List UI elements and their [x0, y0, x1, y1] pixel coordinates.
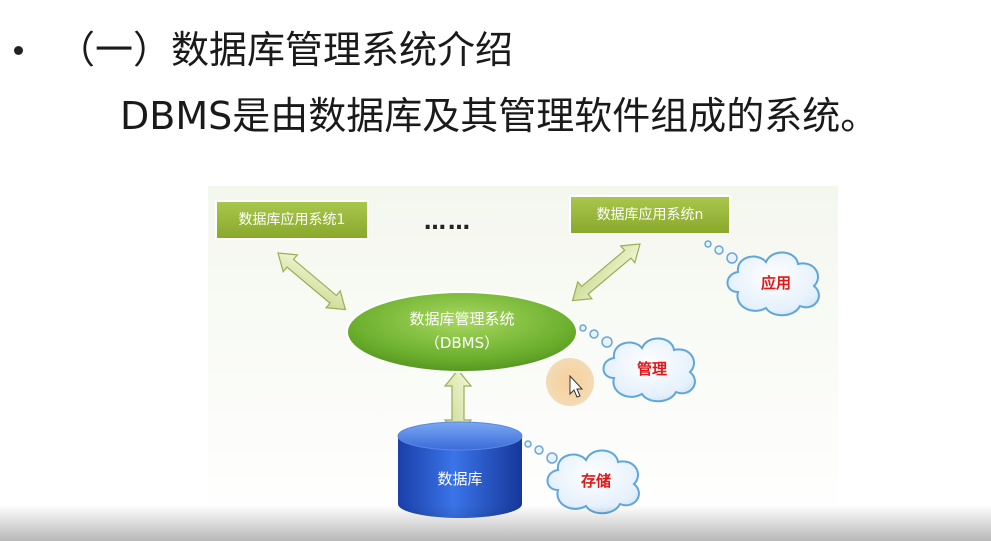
- app-right-label: 数据库应用系统n: [596, 207, 704, 223]
- ellipsis-label: ……: [424, 210, 472, 235]
- cloud-manage-label: 管理: [636, 360, 667, 378]
- database-cylinder-body: [398, 436, 522, 518]
- bottom-shadow: [0, 505, 991, 541]
- dbms-label-line2: （DBMS）: [424, 334, 500, 352]
- cloud-app: [726, 251, 820, 317]
- slide-heading: （一）数据库管理系统介绍: [57, 28, 514, 72]
- cloud-trail-manage: [579, 324, 613, 348]
- heading-line: （一）数据库管理系统介绍: [14, 26, 513, 74]
- bullet-icon: [14, 45, 23, 55]
- cloud-trail-app: [704, 240, 738, 264]
- cloud-store-label: 存储: [580, 472, 611, 490]
- dbms-diagram: 数据库应用系统1 数据库应用系统n …… 数据库管理系统 （DBMS） 数据库 …: [208, 186, 838, 526]
- diagram-graphics: [208, 186, 838, 526]
- cloud-store: [546, 449, 640, 515]
- cloud-trail-store: [524, 440, 558, 464]
- dbms-ellipse: [346, 291, 578, 373]
- slide-subtitle: DBMS是由数据库及其管理软件组成的系统。: [120, 94, 879, 138]
- app-box-right: [569, 195, 731, 235]
- cloud-manage: [602, 337, 696, 403]
- app-box-left: [215, 200, 369, 240]
- database-label: 数据库: [437, 470, 483, 488]
- dbms-label-line1: 数据库管理系统: [409, 310, 515, 328]
- cloud-app-label: 应用: [760, 274, 791, 292]
- app-left-label: 数据库应用系统1: [238, 212, 346, 228]
- database-cylinder-top: [397, 421, 523, 451]
- mouse-pointer-icon: [569, 374, 584, 398]
